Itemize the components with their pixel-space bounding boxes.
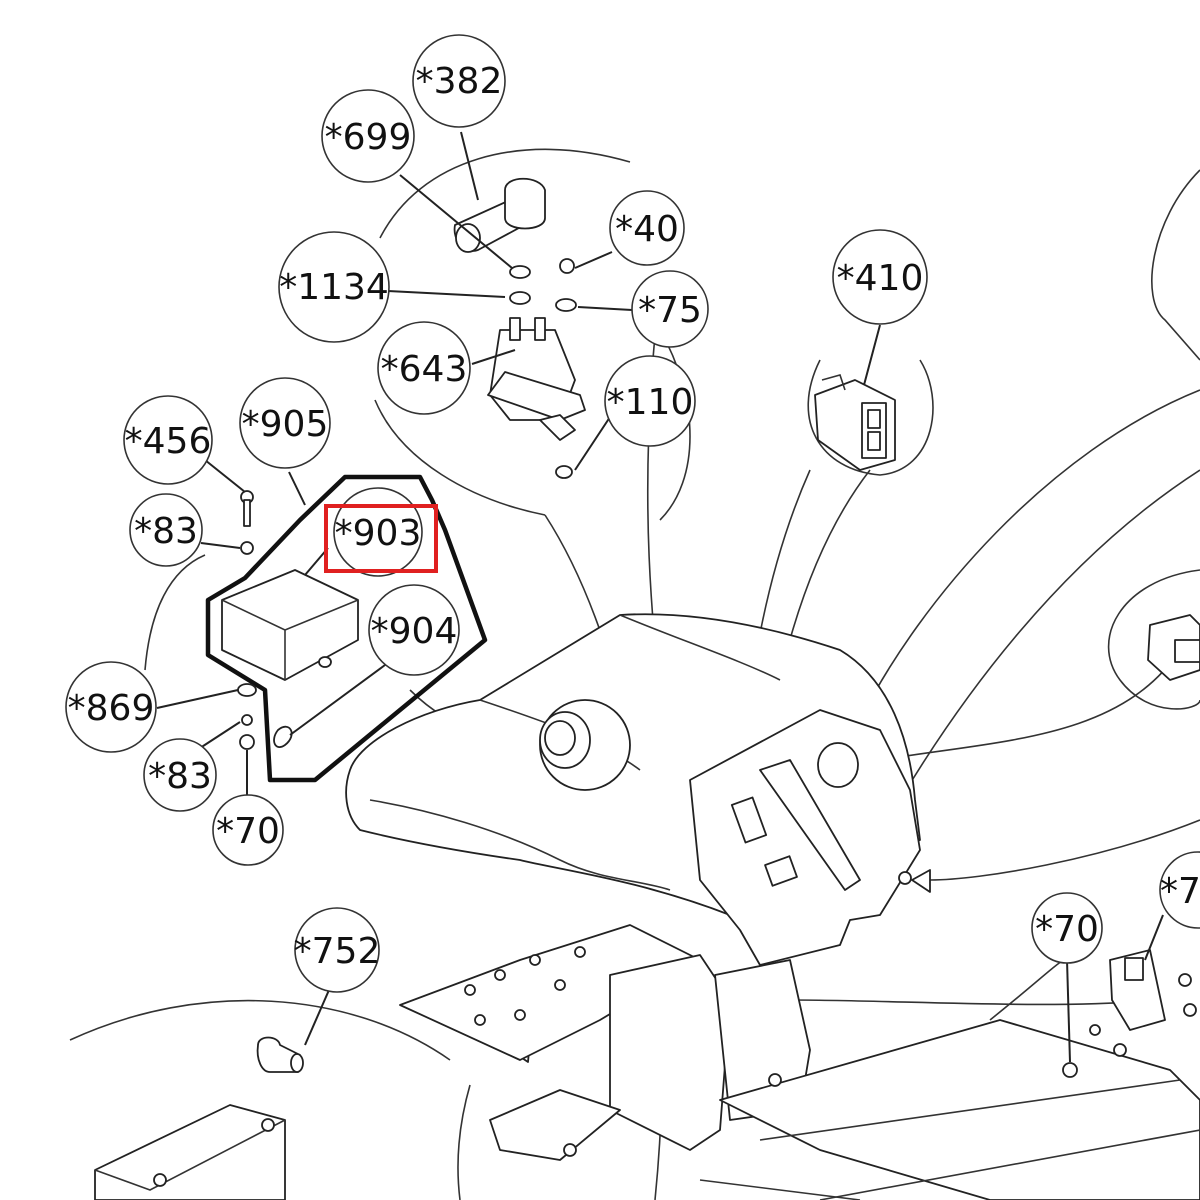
callout-label-70-right: *70 xyxy=(1035,909,1099,950)
callout-label-752: *752 xyxy=(294,931,381,972)
callout-label-382: *382 xyxy=(416,61,503,102)
frame xyxy=(399,924,1200,1200)
battery xyxy=(94,1104,286,1200)
callout-label-456: *456 xyxy=(125,421,212,462)
callout-456[interactable]: *456 xyxy=(123,395,213,485)
callout-83-lower[interactable]: *83 xyxy=(143,738,217,812)
callout-label-410: *410 xyxy=(837,258,924,299)
highlight-box xyxy=(324,504,438,573)
left-fastener-stack xyxy=(237,490,257,750)
callout-1134[interactable]: *1134 xyxy=(278,231,390,343)
callout-label-83-upper: *83 xyxy=(134,511,198,552)
callout-label-110: *110 xyxy=(607,382,694,423)
callout-label-7-partial: *7 xyxy=(1160,871,1200,912)
callout-40[interactable]: *40 xyxy=(609,190,685,266)
side-connector xyxy=(1147,614,1200,681)
callout-label-643: *643 xyxy=(381,349,468,390)
callout-label-70-left: *70 xyxy=(216,811,280,852)
callout-70-left[interactable]: *70 xyxy=(212,794,284,866)
plug-connector xyxy=(256,1036,304,1073)
callout-410[interactable]: *410 xyxy=(832,229,928,325)
callout-label-869: *869 xyxy=(68,688,155,729)
callout-75[interactable]: *75 xyxy=(631,270,709,348)
callout-903[interactable]: *903 xyxy=(324,487,438,577)
callout-752[interactable]: *752 xyxy=(294,907,381,993)
hinge-bracket xyxy=(1062,949,1197,1078)
callout-110[interactable]: *110 xyxy=(604,355,696,447)
callout-83-upper[interactable]: *83 xyxy=(129,493,203,567)
callout-382[interactable]: *382 xyxy=(412,34,506,128)
callout-7-partial[interactable]: *7 xyxy=(1159,851,1200,929)
module-kit-outline xyxy=(205,474,488,783)
leader-lines xyxy=(156,131,1164,1063)
console-body xyxy=(345,613,921,966)
callout-label-903: *903 xyxy=(335,513,422,554)
rocker-switch xyxy=(814,374,896,471)
callout-label-1134: *1134 xyxy=(279,267,389,308)
callout-904[interactable]: *904 xyxy=(368,584,460,676)
callout-70-right[interactable]: *70 xyxy=(1031,892,1103,964)
callout-label-75: *75 xyxy=(638,290,702,331)
callout-label-699: *699 xyxy=(325,117,412,158)
callout-label-904: *904 xyxy=(371,611,458,652)
solenoid-assembly xyxy=(453,177,586,479)
callout-label-40: *40 xyxy=(615,209,679,250)
callout-643[interactable]: *643 xyxy=(377,321,471,415)
callout-label-905: *905 xyxy=(242,404,329,445)
callout-905[interactable]: *905 xyxy=(239,377,331,469)
callout-699[interactable]: *699 xyxy=(321,89,415,183)
callout-869[interactable]: *869 xyxy=(65,661,157,753)
callout-label-83-lower: *83 xyxy=(148,756,212,797)
